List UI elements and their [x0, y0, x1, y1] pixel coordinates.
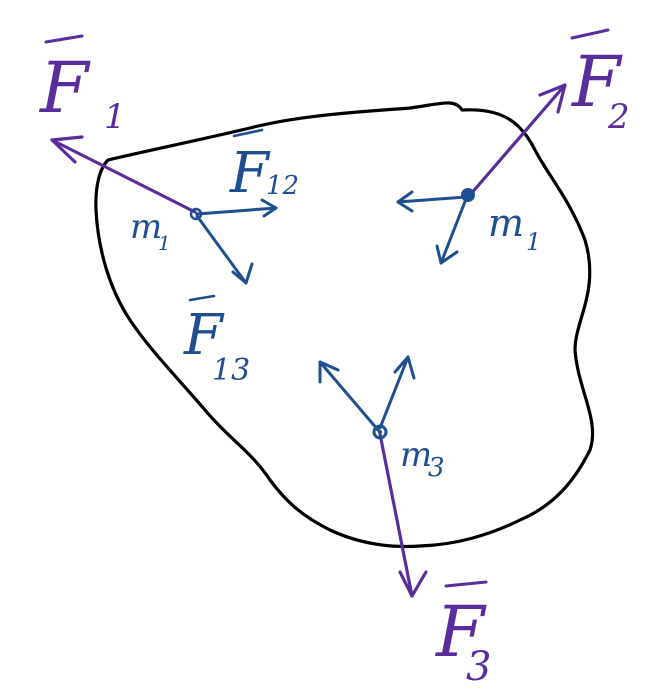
label-f1-vector-bar — [44, 34, 84, 44]
label-f13-sub: 13 — [212, 353, 250, 388]
label-f3-vector-bar — [444, 580, 488, 588]
particle-m1-left-dot — [189, 207, 203, 221]
internal-force-right-left-arrow-head — [396, 190, 414, 213]
label-f13-base: F — [183, 303, 225, 368]
label-f3-base: F — [434, 591, 487, 673]
label-m1-right: m 1 — [488, 201, 541, 256]
label-f2-base: F — [570, 41, 623, 123]
label-f12-vector-bar — [232, 128, 264, 138]
label-m3: m 3 — [400, 435, 445, 483]
label-f1-sub: 1 — [104, 97, 126, 137]
force-f12-arrow-head — [260, 198, 278, 218]
label-f1-base: F — [38, 47, 91, 129]
force-f1-arrow-shaft — [50, 138, 197, 214]
particle-bottom-group — [318, 355, 428, 598]
force-f13-arrow-shaft — [195, 214, 248, 285]
force-f2-arrow-shaft — [468, 83, 567, 197]
force-f3-arrow-head — [398, 570, 428, 598]
force-f12-arrow-shaft — [195, 206, 278, 216]
label-m3-sub: 3 — [428, 453, 445, 483]
particle-left-group — [50, 135, 278, 285]
internal-force-right-down-arrow-shaft — [439, 197, 468, 265]
force-f13-arrow-head — [231, 262, 254, 285]
label-f12: F 12 — [229, 128, 299, 206]
label-f1: F 1 — [38, 34, 126, 137]
internal-force-bottom-upright-arrow-shaft — [378, 355, 410, 430]
internal-force-right-down-arrow-head — [435, 244, 459, 265]
internal-force-bottom-upright-arrow-head — [393, 355, 416, 380]
label-f2-sub: 2 — [607, 97, 630, 137]
internal-force-bottom-upleft-arrow-head — [318, 360, 340, 384]
label-f2: F 2 — [570, 28, 630, 137]
internal-force-bottom-upleft-arrow-shaft — [318, 360, 380, 432]
force-f3-arrow-shaft — [378, 432, 414, 598]
body-outline — [94, 101, 595, 549]
label-f3: F 3 — [434, 580, 491, 690]
label-f3-sub: 3 — [466, 644, 491, 690]
label-f12-base: F — [229, 141, 271, 206]
label-m1-left-base: m — [130, 207, 162, 247]
particle-m1-right-dot — [461, 188, 475, 202]
label-m1-right-base: m — [488, 201, 524, 245]
particle-m3-dot — [372, 424, 388, 440]
particle-m3-dot-core — [378, 430, 382, 434]
label-m1-right-sub: 1 — [526, 228, 541, 256]
force-f1-arrow-head — [50, 135, 84, 164]
force-f2-arrow-head — [538, 83, 567, 114]
particle-right-group — [396, 83, 567, 265]
label-f2-vector-bar — [570, 28, 610, 40]
label-f13-vector-bar — [188, 294, 216, 302]
internal-force-right-left-arrow-shaft — [396, 195, 468, 204]
label-f13: F 13 — [183, 294, 250, 388]
label-m3-base: m — [400, 435, 432, 475]
label-m1-left-sub: 1 — [158, 231, 171, 255]
label-m1-left: m 1 — [130, 207, 171, 255]
label-f12-sub: 12 — [266, 171, 299, 201]
